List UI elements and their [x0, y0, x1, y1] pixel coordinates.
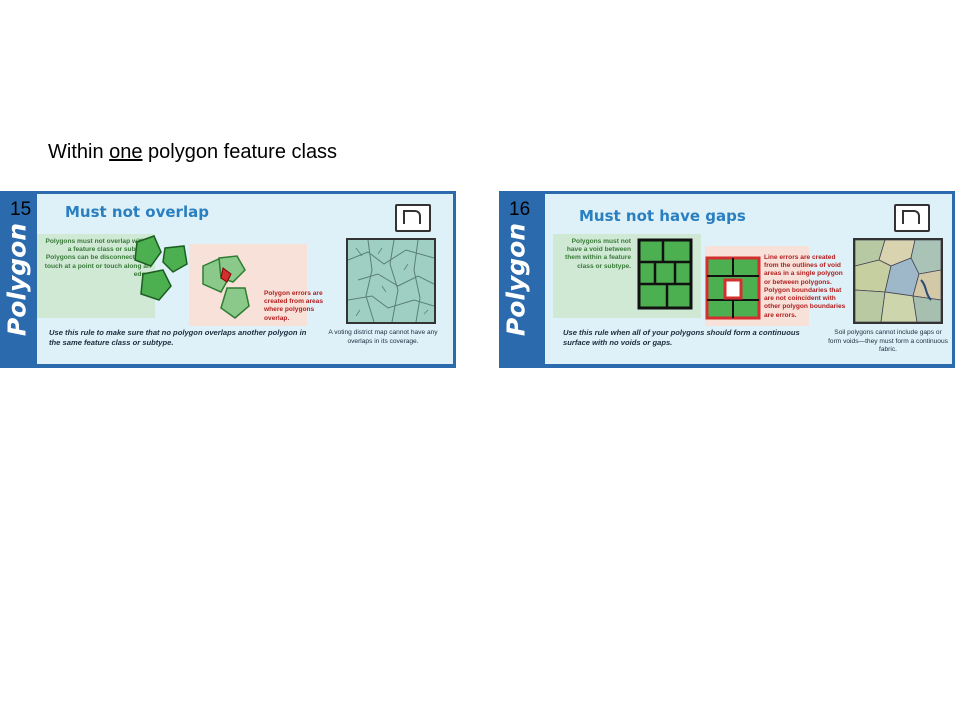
card-number: 15 — [10, 199, 32, 220]
voting-district-map-image — [346, 238, 436, 324]
heading-suffix: polygon feature class — [142, 141, 338, 163]
topology-logo-icon — [395, 204, 431, 232]
soil-map-image — [853, 238, 943, 324]
card-title: Must not overlap — [65, 203, 209, 221]
card-side-label: Polygon — [501, 222, 531, 337]
card-caption: Soil polygons cannot include gaps or for… — [828, 329, 948, 354]
card-green-note: Polygons must not overlap within a featu… — [37, 234, 155, 318]
slide-heading: Within one polygon feature class — [48, 141, 337, 164]
rule-card-must-not-overlap: Polygon Must not overlap Polygons must n… — [0, 191, 456, 368]
card-red-note: Polygon errors are created from areas wh… — [264, 290, 324, 322]
soil-polygons-pattern — [854, 239, 942, 323]
rule-card-must-not-have-gaps: Polygon Must not have gaps Polygons must… — [499, 191, 955, 368]
card-rule-text: Use this rule to make sure that no polyg… — [49, 328, 307, 347]
card-side-label: Polygon — [2, 222, 32, 337]
district-boundaries-pattern — [347, 239, 435, 323]
card-title: Must not have gaps — [579, 207, 746, 225]
card-panel: Must not have gaps Polygons must not hav… — [545, 194, 952, 364]
gap-error-illustration — [705, 256, 761, 320]
card-number: 16 — [509, 199, 531, 220]
card-rule-text: Use this rule when all of your polygons … — [563, 328, 800, 347]
heading-prefix: Within — [48, 141, 110, 163]
overlapping-polygons-illustration — [202, 255, 250, 319]
continuous-polygons-illustration — [637, 238, 693, 310]
valid-polygons-illustration — [134, 235, 188, 301]
heading-underlined-word: one — [109, 141, 143, 163]
card-red-note: Line errors are created from the outline… — [764, 254, 846, 319]
card-panel: Must not overlap Polygons must not overl… — [37, 194, 453, 364]
card-caption: A voting district map cannot have any ov… — [328, 329, 438, 345]
topology-logo-icon — [894, 204, 930, 232]
